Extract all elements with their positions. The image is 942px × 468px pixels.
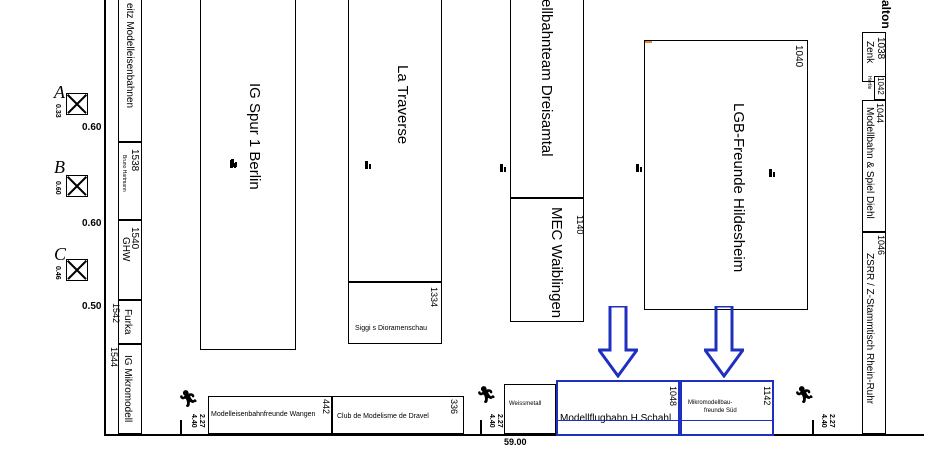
booth-1046-number: 1046	[876, 235, 886, 256]
booth-1544[interactable]: 1544 IG Mikromodell	[109, 344, 142, 434]
booth-1142[interactable]: 1142 Mikromodellbau- freunde Süd	[680, 380, 774, 436]
legend-a-letter: A	[54, 82, 65, 102]
booth-1540-number: 1540	[129, 227, 140, 250]
aisle-mark-3	[636, 164, 642, 172]
booth-1040-label: LGB-Freunde Hildesheim	[730, 103, 747, 273]
booth-la-traverse[interactable]: La Traverse	[348, 0, 442, 282]
booth-1538-number: 1538	[129, 149, 140, 172]
aisle-mark-1	[230, 160, 236, 168]
booth-1140[interactable]: 1140 MEC Waiblingen	[510, 198, 585, 322]
booth-1040-number: 1040	[793, 45, 804, 68]
booth-1038[interactable]: 1038 Zenk	[862, 32, 886, 82]
booth-la-traverse-label: La Traverse	[394, 65, 411, 145]
dim-bar-1	[180, 420, 182, 434]
booth-modell-west-label: eitz Modelleisenbahnen	[124, 3, 135, 109]
booth-1544-label: IG Mikromodell	[122, 355, 133, 423]
booth-ig-spur[interactable]: IG Spur 1 Berlin	[200, 0, 296, 350]
hall-base-line	[104, 434, 924, 436]
dim-label-1b: 2.27	[198, 414, 205, 428]
booth-1540[interactable]: 1540 GHW	[118, 220, 142, 300]
legend-c-box	[66, 259, 88, 281]
hall-left-wall	[104, 0, 106, 434]
booth-442[interactable]: Modelleisenbahnfreunde Wangen 442	[208, 396, 332, 434]
dim-bar-3	[812, 420, 814, 434]
booth-336[interactable]: Club de Modelisme de Dravel 336	[332, 396, 464, 434]
booth-modell-west[interactable]: eitz Modelleisenbahnen	[118, 0, 142, 142]
booth-1334-number: 1334	[429, 287, 439, 308]
booth-1040[interactable]: 1040 LGB-Freunde Hildesheim	[644, 40, 808, 310]
person-icon-3: 🏃︎	[794, 387, 815, 404]
booth-1042[interactable]: 1042	[874, 76, 886, 100]
booth-1140-label: MEC Waiblingen	[548, 207, 565, 319]
legend-c-side: 0.46	[54, 266, 61, 280]
legend-c-bottom: 0.50	[82, 301, 102, 312]
booth-1038-number: 1038	[875, 37, 886, 60]
booth-1142-number: 1142	[762, 386, 772, 406]
booth-1040-corner	[645, 41, 652, 43]
person-icon-2: 🏃︎	[476, 387, 497, 404]
aisle-mark-2	[500, 164, 506, 172]
booth-1140-number: 1140	[575, 215, 585, 235]
dim-label-2: 4.40	[488, 414, 495, 428]
legend-a-box	[66, 93, 88, 115]
legend-a-bottom: 0.60	[82, 122, 102, 133]
booth-1044[interactable]: 1044 Modellbahn & Spiel Diehl	[862, 100, 886, 232]
booth-1542-label: Furka	[122, 309, 133, 335]
booth-1048-label: Modellflugbahn H.Schahl	[560, 413, 672, 424]
booth-1542[interactable]: 1542 Furka	[111, 300, 142, 344]
booth-1334-label: Siggi s Dioramenschau	[355, 325, 427, 332]
legend-b-bottom: 0.60	[82, 218, 102, 229]
booth-442-number: 442	[321, 399, 331, 415]
legend-a-side: 0.33	[54, 104, 61, 118]
top-fragment-text: alton	[879, 0, 893, 29]
dim-bar-2	[480, 420, 482, 434]
booth-ig-spur-label: IG Spur 1 Berlin	[246, 83, 263, 190]
arrow-down-icon-1	[598, 306, 638, 378]
legend-b-side: 0.60	[54, 181, 61, 195]
legend-b-letter: B	[54, 157, 65, 177]
booth-weissmetall[interactable]: Weissmetall	[504, 384, 556, 434]
highlight-divider	[556, 420, 774, 421]
booth-1142-label-line2: freunde Süd	[704, 408, 737, 414]
booth-1538-label: Bruno Hartmann	[121, 155, 127, 192]
booth-1048[interactable]: 1048 Modellflugbahn H.Schahl	[556, 380, 680, 436]
booth-1046-label: ZSRR / Z-Stammtisch Rhein-Ruhr	[864, 253, 875, 405]
booth-336-label: Club de Modelisme de Dravel	[337, 413, 429, 420]
arrow-down-icon-2	[704, 306, 744, 378]
booth-336-number: 336	[449, 399, 459, 415]
booth-1040-mark	[769, 169, 775, 177]
booth-1540-label: GHW	[120, 237, 131, 262]
dim-label-1: 4.40	[190, 414, 197, 428]
width-dimension-label: 59.00	[504, 437, 527, 447]
legend-c-letter: C	[54, 244, 67, 264]
person-icon-1: 🏃︎	[178, 391, 199, 408]
dim-label-3: 4.40	[820, 414, 827, 428]
booth-la-traverse-mark	[365, 161, 371, 169]
booth-1044-number: 1044	[875, 103, 885, 124]
booth-1542-number: 1542	[111, 303, 121, 324]
booth-1142-label-line1: Mikromodellbau-	[688, 400, 733, 406]
booth-1544-number: 1544	[109, 347, 119, 368]
booth-1048-number: 1048	[668, 386, 678, 407]
booth-weissmetall-label: Weissmetall	[509, 401, 542, 407]
booth-442-label: Modelleisenbahnfreunde Wangen	[211, 411, 316, 418]
booth-1046[interactable]: 1046 ZSRR / Z-Stammtisch Rhein-Ruhr	[862, 232, 886, 434]
booth-1038-label: Zenk	[864, 41, 875, 64]
booth-1042-label: Hertle	[866, 76, 872, 90]
legend-b-box	[66, 175, 88, 197]
booth-1538[interactable]: 1538 Bruno Hartmann	[118, 142, 142, 220]
dim-label-3b: 2.27	[828, 414, 835, 428]
booth-1042-number: 1042	[876, 77, 885, 95]
dim-label-2b: 2.27	[496, 414, 503, 428]
booth-dreisamtal[interactable]: ellbahnteam Dreisamtal	[510, 0, 584, 198]
booth-1334[interactable]: Siggi s Dioramenschau 1334	[348, 282, 442, 344]
booth-dreisamtal-label: ellbahnteam Dreisamtal	[538, 0, 555, 157]
booth-1044-label: Modellbahn & Spiel Diehl	[864, 107, 875, 219]
